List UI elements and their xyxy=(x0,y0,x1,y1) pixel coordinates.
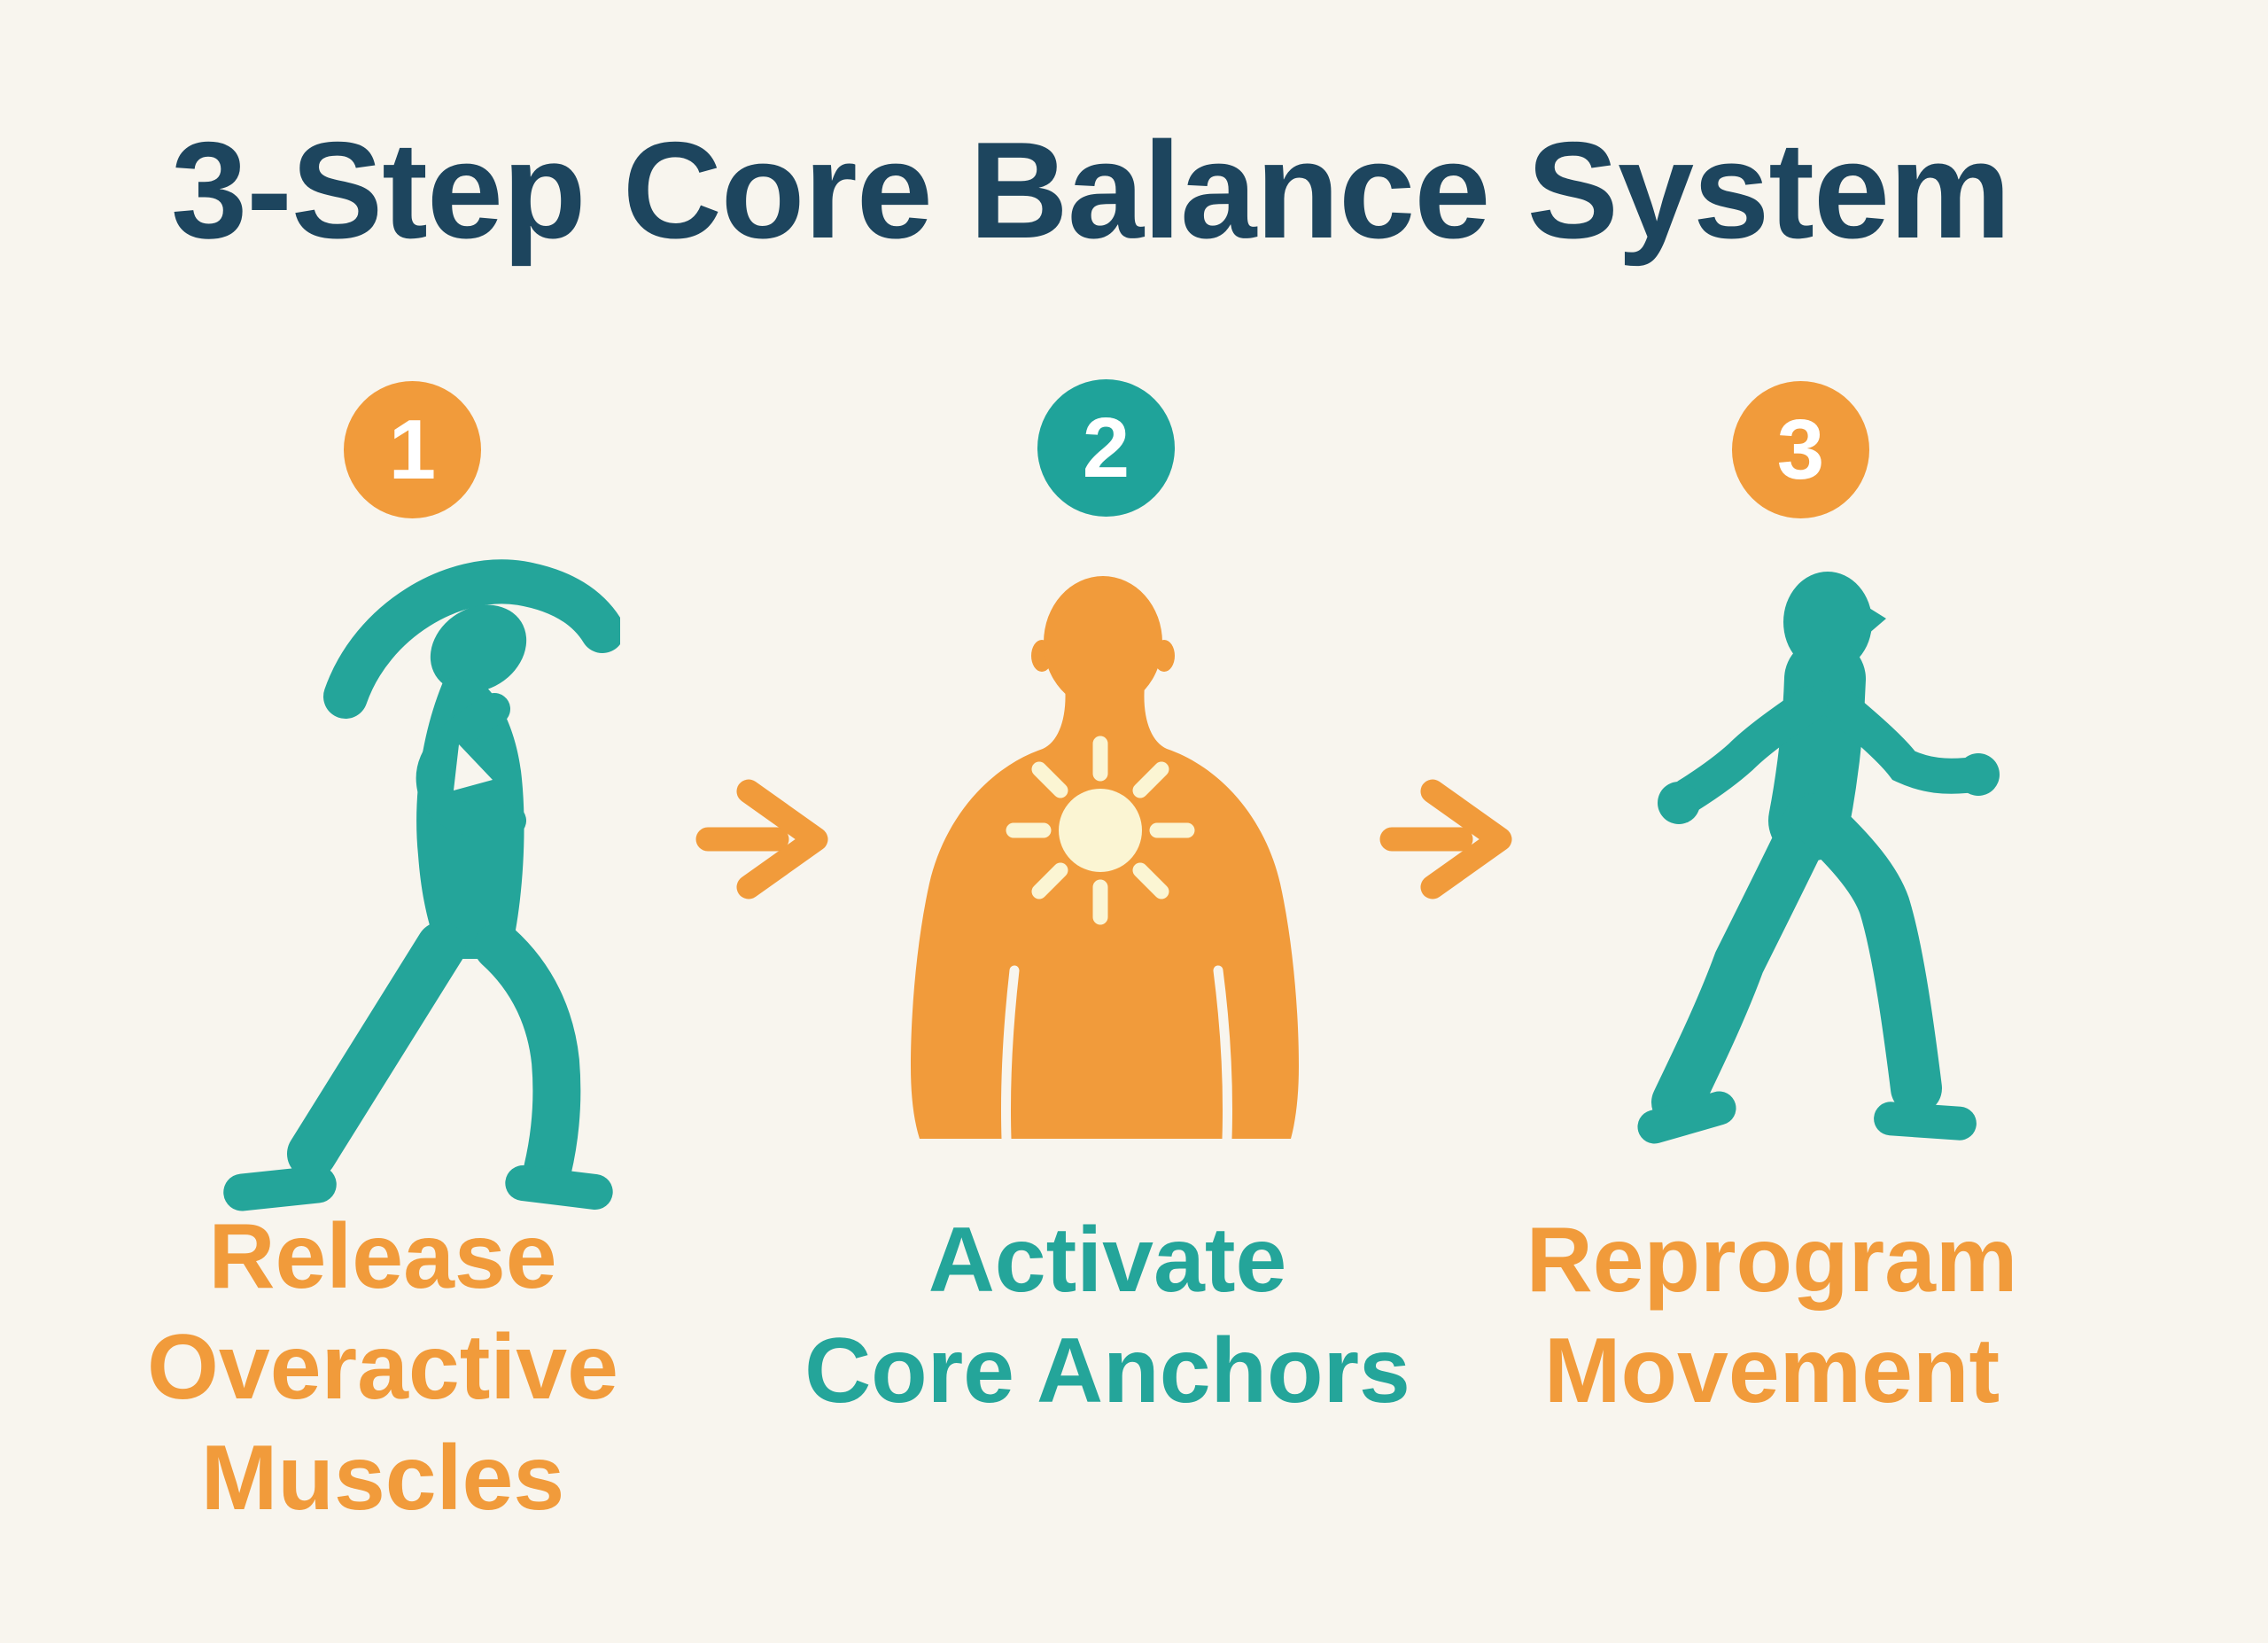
step-2-label-line: Activate xyxy=(928,1209,1287,1312)
step-3-label-line: Reprogram xyxy=(1526,1209,2018,1312)
step-1-number: 1 xyxy=(388,401,437,497)
step-2-number-badge: 2 xyxy=(1037,379,1175,517)
torso-core-glow-icon xyxy=(911,576,1299,1139)
arrow-right-icon xyxy=(1379,779,1512,899)
step-1-number-badge: 1 xyxy=(344,381,481,518)
step-1-label-line: Muscles xyxy=(200,1427,565,1530)
step-3-label: Reprogram Movement xyxy=(1462,1205,2082,1427)
step-1-label-line: Overactive xyxy=(147,1316,618,1419)
step-3-number-badge: 3 xyxy=(1732,381,1869,518)
page-title: 3-Step Core Balance System xyxy=(171,113,2011,267)
walking-figure-icon xyxy=(1637,572,2000,1144)
arrow-right-icon xyxy=(695,779,828,899)
step-3-label-line: Movement xyxy=(1543,1320,2000,1422)
step-1-label-line: Release xyxy=(208,1205,557,1308)
sun-icon xyxy=(1006,736,1195,925)
step-3-number: 3 xyxy=(1776,401,1825,497)
step-2-number: 2 xyxy=(1082,400,1130,495)
side-stretch-figure-icon xyxy=(223,559,620,1211)
step-1-label: Release Overactive Muscles xyxy=(73,1202,693,1534)
step-2-label: Activate Core Anchors xyxy=(797,1205,1418,1427)
step-2-label-line: Core Anchors xyxy=(804,1320,1410,1422)
